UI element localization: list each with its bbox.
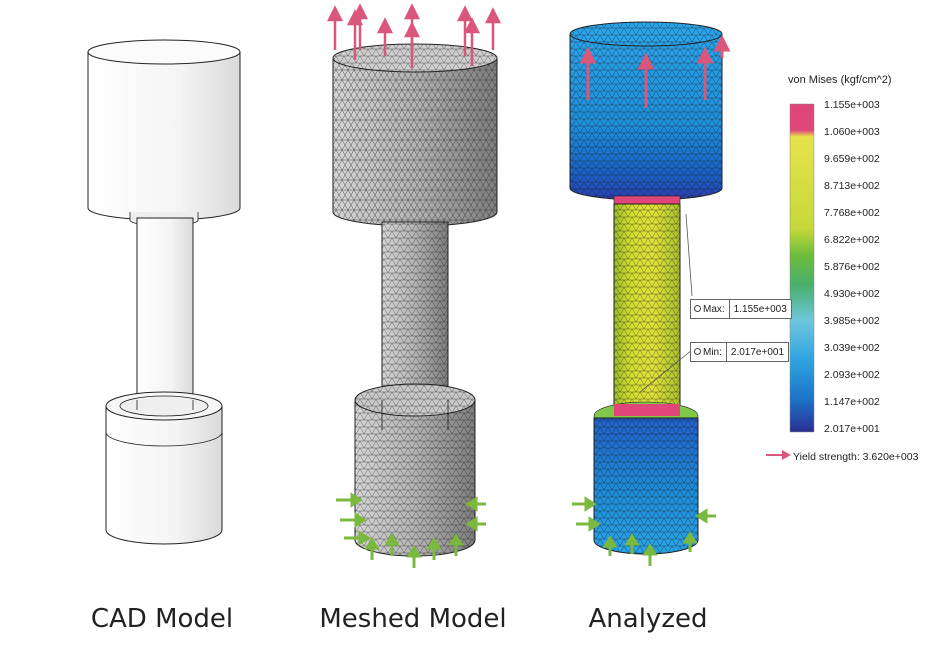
min-probe-label: Min: bbox=[691, 343, 727, 361]
legend-tick: 7.768e+002 bbox=[824, 207, 880, 219]
probe-pin-icon bbox=[694, 348, 701, 355]
max-probe-label: Max: bbox=[691, 300, 730, 318]
caption-meshed-model: Meshed Model bbox=[319, 604, 507, 634]
min-probe-value: 2.017e+001 bbox=[730, 346, 785, 358]
legend-tick: 1.060e+003 bbox=[824, 126, 880, 138]
cad-model bbox=[87, 39, 241, 545]
legend-colorbar bbox=[789, 103, 815, 433]
meshed-load-arrows bbox=[326, 3, 502, 68]
legend-title: von Mises (kgf/cm^2) bbox=[788, 74, 892, 86]
legend-tick: 8.713e+002 bbox=[824, 180, 880, 192]
analyzed-model bbox=[569, 21, 723, 555]
legend-tick: 2.017e+001 bbox=[824, 423, 880, 435]
legend-tick: 2.093e+002 bbox=[824, 369, 880, 381]
analyzed-load-arrows bbox=[579, 34, 731, 108]
legend-tick: 3.039e+002 bbox=[824, 342, 880, 354]
legend-tick: 1.147e+002 bbox=[824, 396, 880, 408]
caption-analyzed: Analyzed bbox=[588, 604, 708, 634]
yield-strength-label: Yield strength: 3.620e+003 bbox=[793, 451, 919, 463]
analyzed-fixtures bbox=[572, 496, 716, 566]
min-leader-line bbox=[639, 349, 693, 393]
caption-cad-model: CAD Model bbox=[90, 604, 234, 634]
legend-tick: 3.985e+002 bbox=[824, 315, 880, 327]
max-probe: Max: 1.155e+003 bbox=[690, 299, 792, 319]
legend-tick: 9.659e+002 bbox=[824, 153, 880, 165]
max-probe-value: 1.155e+003 bbox=[733, 303, 787, 315]
meshed-fixtures bbox=[336, 492, 486, 568]
meshed-model bbox=[332, 43, 498, 557]
legend-tick: 6.822e+002 bbox=[824, 234, 880, 246]
yield-arrow-icon bbox=[766, 450, 791, 460]
legend-tick: 5.876e+002 bbox=[824, 261, 880, 273]
legend-tick: 1.155e+003 bbox=[824, 99, 880, 111]
legend-tick: 4.930e+002 bbox=[824, 288, 880, 300]
probe-pin-icon bbox=[694, 305, 701, 312]
max-leader-line bbox=[685, 213, 693, 297]
min-probe: Min: 2.017e+001 bbox=[690, 342, 790, 362]
